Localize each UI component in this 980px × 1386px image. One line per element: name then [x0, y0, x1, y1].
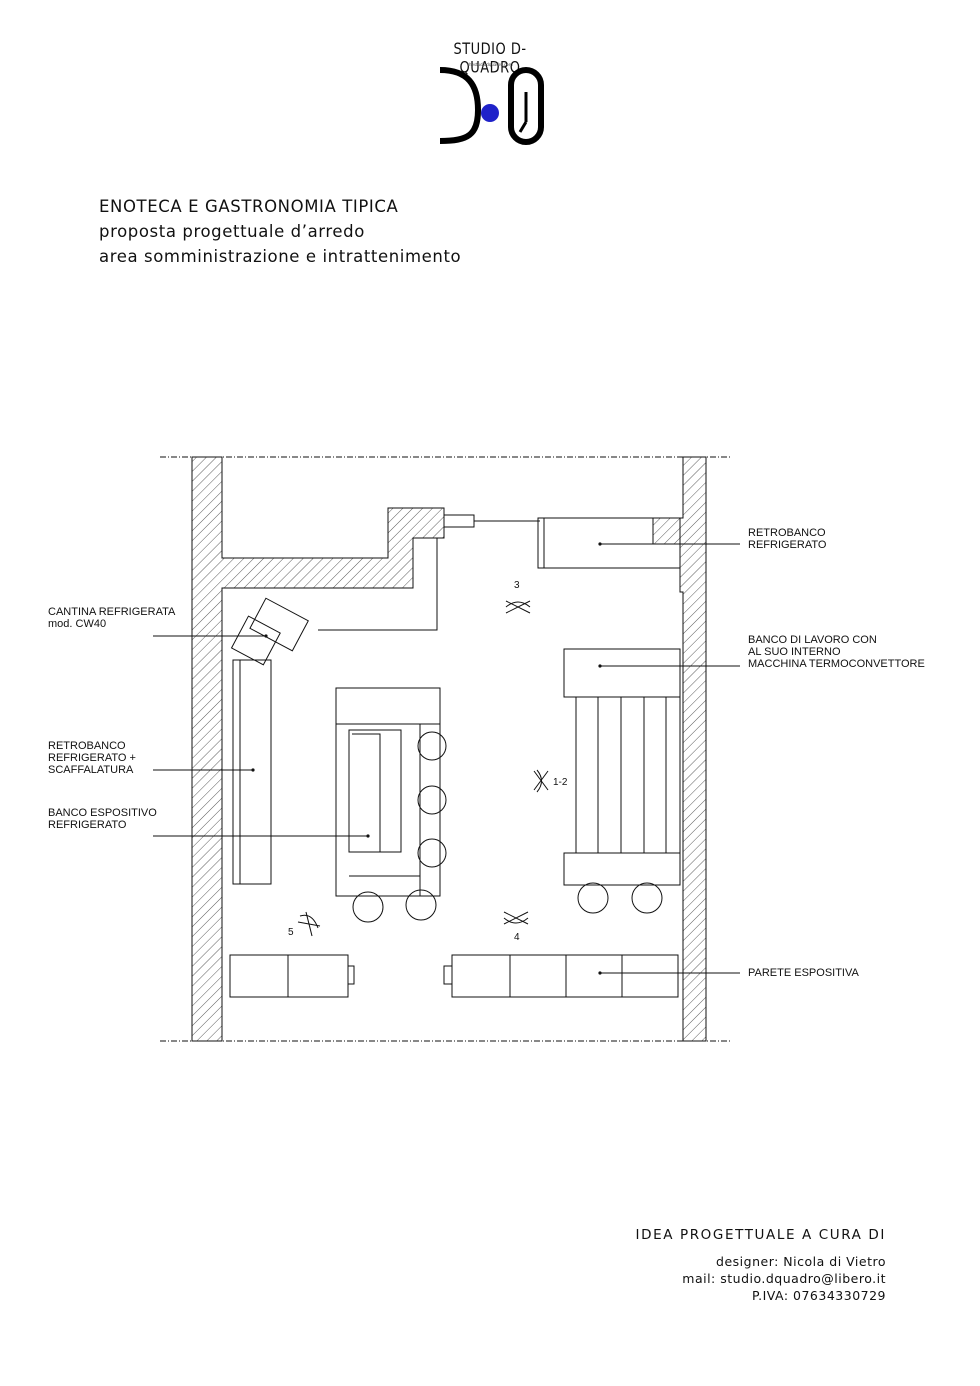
label-retrobanco-refrigerato: RETROBANCO REFRIGERATO [748, 527, 827, 551]
banco-lavoro-top [563, 648, 681, 698]
parete-espositiva-left [229, 954, 349, 998]
credits-designer: designer: Nicola di Vietro [716, 1254, 886, 1269]
stool [577, 882, 609, 914]
parete-espositiva-right [451, 954, 679, 998]
viewpoint-5-label: 5 [288, 927, 294, 938]
stool [631, 882, 663, 914]
duct-element [443, 514, 475, 528]
banco-lavoro-bottom [563, 852, 681, 886]
logo-name: STUDIO D-QUADRO [453, 40, 527, 78]
label-parete-espositiva: PARETE ESPOSITIVA [748, 967, 859, 979]
banco-lavoro-body [575, 696, 681, 854]
cantina-unit-2 [230, 615, 281, 666]
stool [417, 785, 447, 815]
retrobanco-refrigerato-top [537, 517, 681, 569]
credits-mail: mail: studio.dquadro@libero.it [682, 1271, 886, 1286]
label-cantina-refrigerata: CANTINA REFRIGERATA mod. CW40 [48, 606, 176, 630]
viewpoint-5-icon [297, 911, 321, 937]
label-retrobanco-scaffalatura: RETROBANCO REFRIGERATO + SCAFFALATURA [48, 740, 136, 776]
logo-tagline: thestudiodquadro.com [467, 62, 513, 67]
viewpoint-4-label: 4 [514, 932, 520, 943]
studio-logo: STUDIO D-QUADRO thestudiodquadro.com [430, 40, 550, 150]
stool [417, 731, 447, 761]
viewpoint-3-icon [505, 600, 531, 614]
logo-mark-icon [439, 67, 544, 145]
project-area: area somministrazione e intrattenimento [99, 247, 462, 266]
banco-espositivo [335, 687, 441, 897]
stool [352, 891, 384, 923]
viewpoint-4-icon [503, 911, 529, 925]
cantina-unit-1 [249, 597, 309, 652]
project-title-block: ENOTECA E GASTRONOMIA TIPICA proposta pr… [99, 194, 461, 269]
viewpoint-1-2-label: 1-2 [553, 777, 568, 788]
retrobanco-scaffalatura [232, 659, 272, 885]
credits-piva: P.IVA: 07634330729 [752, 1288, 886, 1303]
credits-heading: IDEA PROGETTUALE A CURA DI [635, 1227, 886, 1243]
banco-espositivo-inner [348, 729, 402, 853]
wall-left [191, 456, 445, 1042]
stool [405, 889, 437, 921]
credits-block: IDEA PROGETTUALE A CURA DI designer: Nic… [636, 1227, 886, 1304]
project-title: ENOTECA E GASTRONOMIA TIPICA [99, 197, 399, 216]
partition-line [318, 538, 438, 631]
viewpoint-3-label: 3 [514, 580, 520, 591]
stool [417, 838, 447, 868]
label-banco-lavoro: BANCO DI LAVORO CON AL SUO INTERNO MACCH… [748, 634, 925, 670]
project-subtitle: proposta progettuale d’arredo [99, 222, 365, 241]
label-banco-espositivo: BANCO ESPOSITIVO REFRIGERATO [48, 807, 157, 831]
viewpoint-1-2-icon [533, 769, 549, 793]
